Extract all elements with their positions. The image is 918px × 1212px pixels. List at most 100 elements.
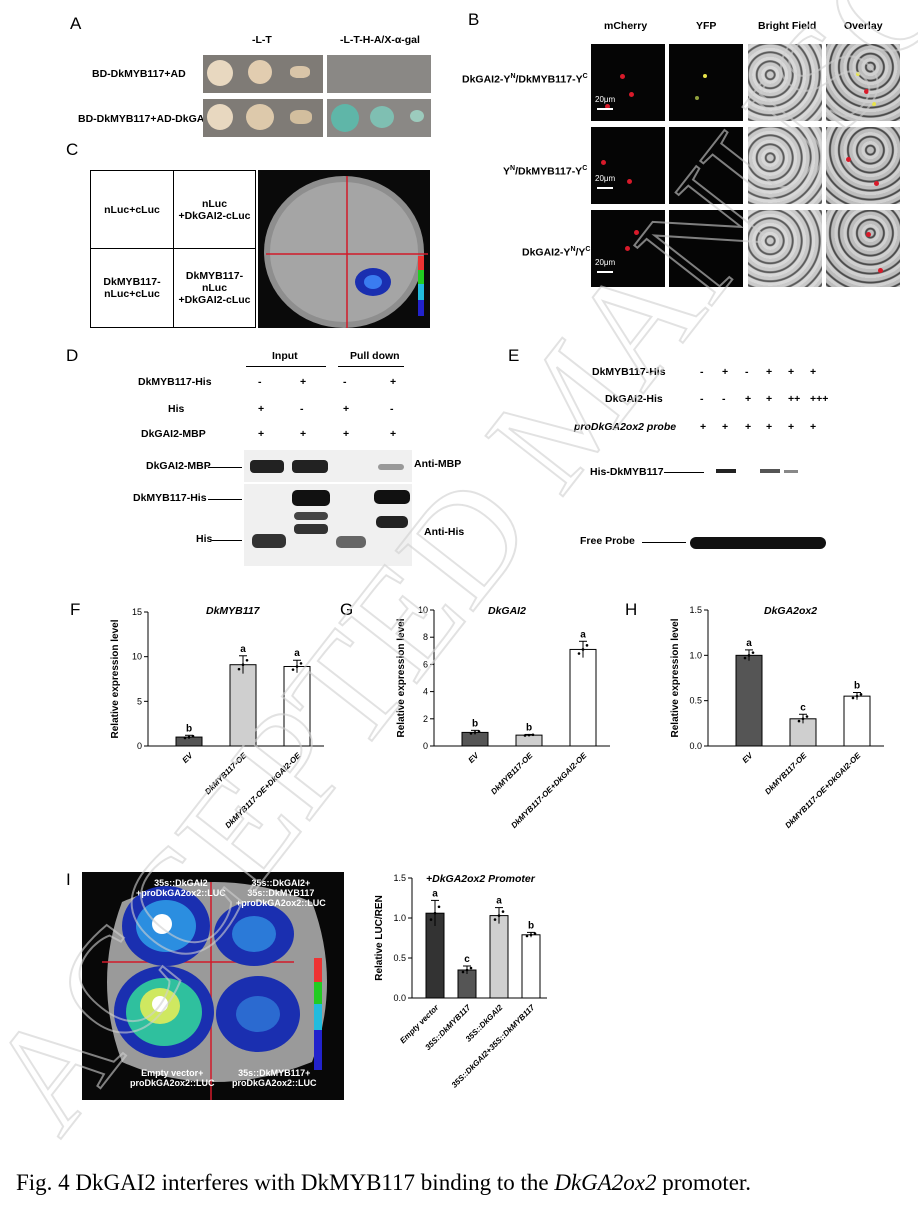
band-arrow: [664, 472, 704, 473]
panel-d-sign: +: [343, 403, 350, 415]
panel-d-sign: +: [390, 428, 397, 440]
significance-letter: a: [432, 888, 438, 899]
category-label: DkMYB117-OE: [203, 751, 249, 797]
significance-letter: b: [526, 722, 532, 733]
y-axis-label: Relative expression level: [396, 618, 407, 737]
chart-title: DkGA2ox2: [764, 605, 817, 617]
chart-title: DkMYB117: [206, 605, 261, 617]
leaf-quadrant-label: 35s::DkGAI2 +proDkGA2ox2::LUC: [136, 878, 226, 898]
bar: [521, 934, 541, 999]
panel-d-sign: -: [300, 403, 304, 415]
luciferase-leaf-image-c: [258, 170, 430, 328]
bar: [735, 654, 763, 747]
data-point: [299, 662, 303, 665]
panel-a-col2: -L-T-H-A/X-α-gal: [340, 34, 420, 46]
panel-d-sign: +: [258, 428, 265, 440]
data-point: [295, 665, 299, 668]
y-tick-label: 1.0: [393, 913, 406, 923]
band-arrow: [212, 540, 242, 541]
panel-letter-g: G: [340, 600, 354, 619]
band-label-his: His: [196, 533, 213, 545]
panel-d-sign: +: [258, 403, 265, 415]
panel-e-sign: +: [722, 421, 729, 433]
significance-letter: b: [528, 920, 534, 931]
data-point: [527, 733, 531, 737]
y-axis-label: Relative expression level: [670, 618, 681, 737]
panel-letter-i: I: [66, 870, 71, 889]
yfp-image: [669, 127, 743, 204]
band-arrow: [642, 542, 686, 543]
panel-d-row-label: His: [168, 403, 185, 415]
data-point: [241, 663, 245, 667]
panel-e-sign: +: [810, 421, 817, 433]
band-arrow: [208, 499, 242, 500]
y-tick-label: 10: [418, 605, 428, 615]
panel-c-cell-3: DkMYB117- nLuc+cLuc: [90, 248, 174, 328]
yeast-colony: [248, 60, 272, 84]
bar: [515, 734, 543, 747]
category-label: DkMYB117-OE: [763, 751, 809, 797]
yeast-colony: [331, 104, 359, 132]
free-probe-band: [690, 537, 826, 549]
data-point: [855, 694, 859, 698]
y-tick-label: 8: [423, 632, 428, 642]
panel-c-cell-4: DkMYB117- nLuc +DkGAI2-cLuc: [173, 248, 256, 328]
panel-e-sign: +: [788, 366, 795, 378]
band-arrow: [208, 467, 242, 468]
chart-title: +DkGA2ox2 Promoter: [426, 873, 536, 885]
data-point: [187, 735, 191, 739]
panel-e-sign: +: [745, 421, 752, 433]
data-point: [523, 734, 527, 737]
yfp-image: [669, 44, 743, 121]
panel-e-sign: +: [766, 421, 773, 433]
data-point: [465, 968, 469, 972]
data-point: [477, 730, 481, 733]
yeast-colony: [290, 66, 310, 78]
panel-c-cell-1: nLuc+cLuc: [90, 170, 174, 249]
y-tick-label: 1.0: [689, 650, 702, 660]
significance-letter: a: [240, 644, 246, 655]
significance-letter: b: [854, 681, 860, 692]
data-point: [237, 667, 241, 671]
significance-letter: b: [472, 718, 478, 729]
overlay-image: [826, 44, 900, 121]
data-point: [531, 733, 535, 737]
panel-d-sign: +: [390, 376, 397, 388]
panel-letter-d: D: [66, 346, 79, 365]
luciferase-leaf-image-i: 35s::DkGAI2 +proDkGA2ox2::LUC 35s::DkGAI…: [82, 872, 344, 1100]
panel-letter-b: B: [468, 10, 480, 29]
panel-e-sign: -: [745, 366, 749, 378]
data-point: [497, 914, 501, 917]
data-point: [751, 651, 755, 654]
bar: [843, 695, 871, 747]
panel-d-sign: -: [390, 403, 394, 415]
y-tick-label: 0.0: [393, 993, 406, 1003]
y-axis-label: Relative expression level: [110, 619, 121, 738]
panel-e-sign: +: [810, 366, 817, 378]
bright-field-image: [748, 210, 822, 287]
significance-letter: a: [580, 629, 586, 640]
data-point: [291, 668, 295, 671]
yeast-colony: [246, 104, 274, 130]
leaf-quadrant-label: 35s::DkMYB117+ proDkGA2ox2::LUC: [232, 1068, 317, 1088]
data-point: [461, 970, 465, 974]
y-axis-label: Relative LUC/REN: [374, 895, 385, 981]
panel-a-row1: BD-DkMYB117+AD: [92, 68, 186, 80]
data-point: [797, 719, 801, 723]
y-tick-label: 1.5: [393, 873, 406, 883]
bar: [489, 915, 509, 999]
mcherry-image: 20μm: [591, 127, 665, 204]
panel-e-sign: +: [766, 393, 773, 405]
panel-e-sign: +++: [810, 393, 829, 405]
bar: [569, 648, 597, 747]
mcherry-image: 20μm: [591, 210, 665, 287]
panel-a-col1: -L-T: [252, 34, 272, 46]
panel-d-input-line: [246, 366, 326, 367]
panel-e-sign: +: [745, 393, 752, 405]
panel-b-header-mcherry: mCherry: [604, 20, 648, 32]
data-point: [533, 932, 537, 935]
leaf-quadrant-label: 35s::DkGAI2+ 35s::DkMYB117 +proDkGA2ox2:…: [236, 878, 326, 908]
panel-letter-f: F: [70, 600, 81, 619]
antibody-label-mbp: Anti-MBP: [414, 458, 462, 470]
